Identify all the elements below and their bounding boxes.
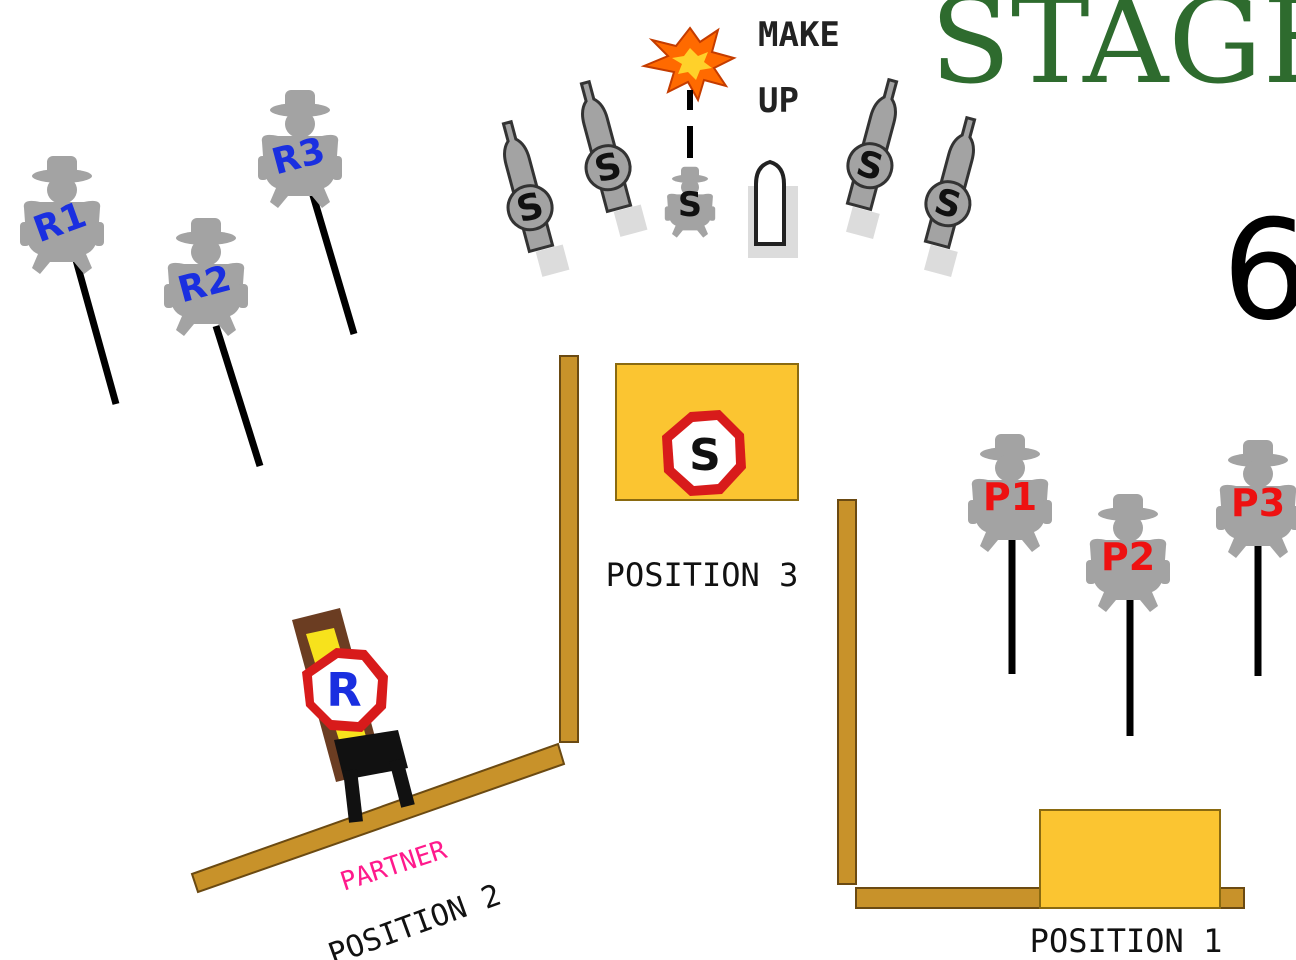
explosion-icon — [644, 28, 734, 100]
svg-text:P3: P3 — [1231, 481, 1285, 525]
rifle-target-3: R3 — [258, 90, 342, 208]
rifle-stand-1 — [76, 260, 116, 404]
rifle-target-2: R2 — [164, 218, 248, 336]
svg-text:P1: P1 — [983, 475, 1037, 519]
rifle-stand-3 — [312, 192, 354, 334]
svg-text:S: S — [689, 430, 721, 481]
pistol-target-1: P1 — [968, 434, 1052, 552]
makeup-label-line2: UP — [758, 81, 799, 121]
position-3-label: POSITION 3 — [606, 556, 799, 594]
position-1-label: POSITION 1 — [1030, 922, 1223, 960]
rifle-target-1: R1 — [20, 156, 104, 274]
svg-text:P2: P2 — [1101, 535, 1155, 579]
svg-text:S: S — [678, 185, 702, 224]
shotgun-knockdown-5: S — [909, 113, 992, 277]
position-1-table — [1040, 810, 1220, 908]
shotgun-knockdown-4: S — [831, 75, 914, 239]
stage-title: STAGE — [930, 0, 1296, 110]
makeup-label-line1: MAKE — [758, 15, 840, 55]
partner-label: PARTNER — [337, 835, 451, 897]
shotgun-knockdown-3: S — [665, 167, 715, 238]
rifle-stand-2 — [216, 326, 260, 466]
shotgun-knockdown-2: S — [564, 77, 647, 241]
wall-right — [838, 500, 856, 884]
svg-text:R: R — [326, 663, 361, 717]
wall-left — [560, 356, 578, 742]
plain-knockdown — [748, 162, 798, 258]
pistol-target-3: P3 — [1216, 440, 1296, 558]
shotgun-knockdown-1: S — [486, 117, 569, 281]
stage-number: 6 — [1222, 190, 1296, 351]
pistol-target-2: P2 — [1086, 494, 1170, 612]
